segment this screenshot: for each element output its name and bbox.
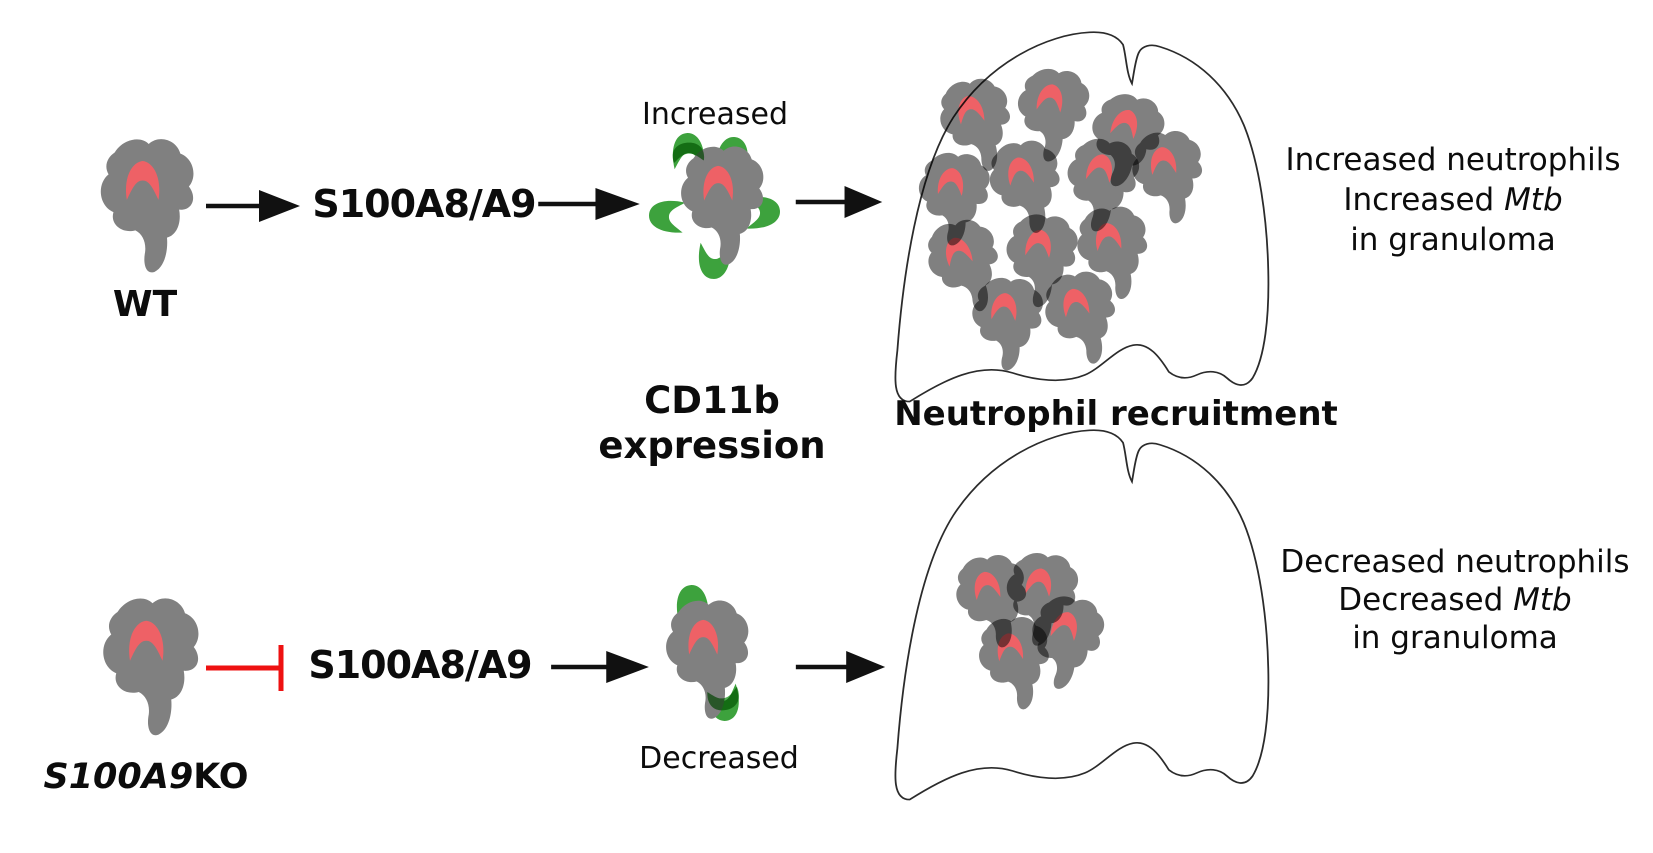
cd11b-expression-label: CD11b expression	[598, 379, 826, 467]
arrow-right-icon	[535, 184, 643, 224]
ko-macrophage-icon	[103, 598, 199, 736]
cd11b-decreased-label: Decreased	[639, 741, 799, 776]
arrow-right-icon	[203, 186, 303, 226]
wt-label: WT	[112, 284, 178, 325]
neutrophil-recruitment-label: Neutrophil recruitment	[894, 394, 1338, 434]
wt-macrophage-icon	[100, 139, 194, 273]
outcome-line: Decreased neutrophils	[1280, 544, 1630, 580]
mtb-italic: Mtb	[1513, 582, 1572, 618]
lung-wt-icon	[894, 31, 1270, 403]
cell-decreased-cd11b-icon	[666, 583, 749, 724]
outcome-line: Decreased Mtb	[1338, 582, 1572, 618]
s100a9ko-label: S100A9KO	[43, 757, 249, 797]
cd11b-receptor-icon	[647, 198, 686, 234]
lung-ko-icon	[894, 429, 1270, 801]
mediator-top-label: S100A8/A9	[312, 182, 536, 226]
cell-increased-cd11b-icon	[647, 131, 782, 281]
mtb-italic: Mtb	[1504, 182, 1563, 218]
outcome-text-ko: Decreased neutrophils Decreased Mtb in g…	[1255, 543, 1653, 657]
outcome-line: Increased Mtb	[1343, 182, 1563, 218]
cd11b-increased-label: Increased	[641, 97, 788, 132]
mediator-bottom-label: S100A8/A9	[308, 643, 532, 687]
outcome-text-wt: Increased neutrophils Increased Mtb in g…	[1253, 140, 1653, 260]
inhibition-bar-icon	[206, 645, 284, 691]
outcome-line: Increased neutrophils	[1285, 142, 1621, 178]
outcome-line: in granuloma	[1350, 222, 1556, 258]
outcome-line: in granuloma	[1352, 620, 1558, 656]
